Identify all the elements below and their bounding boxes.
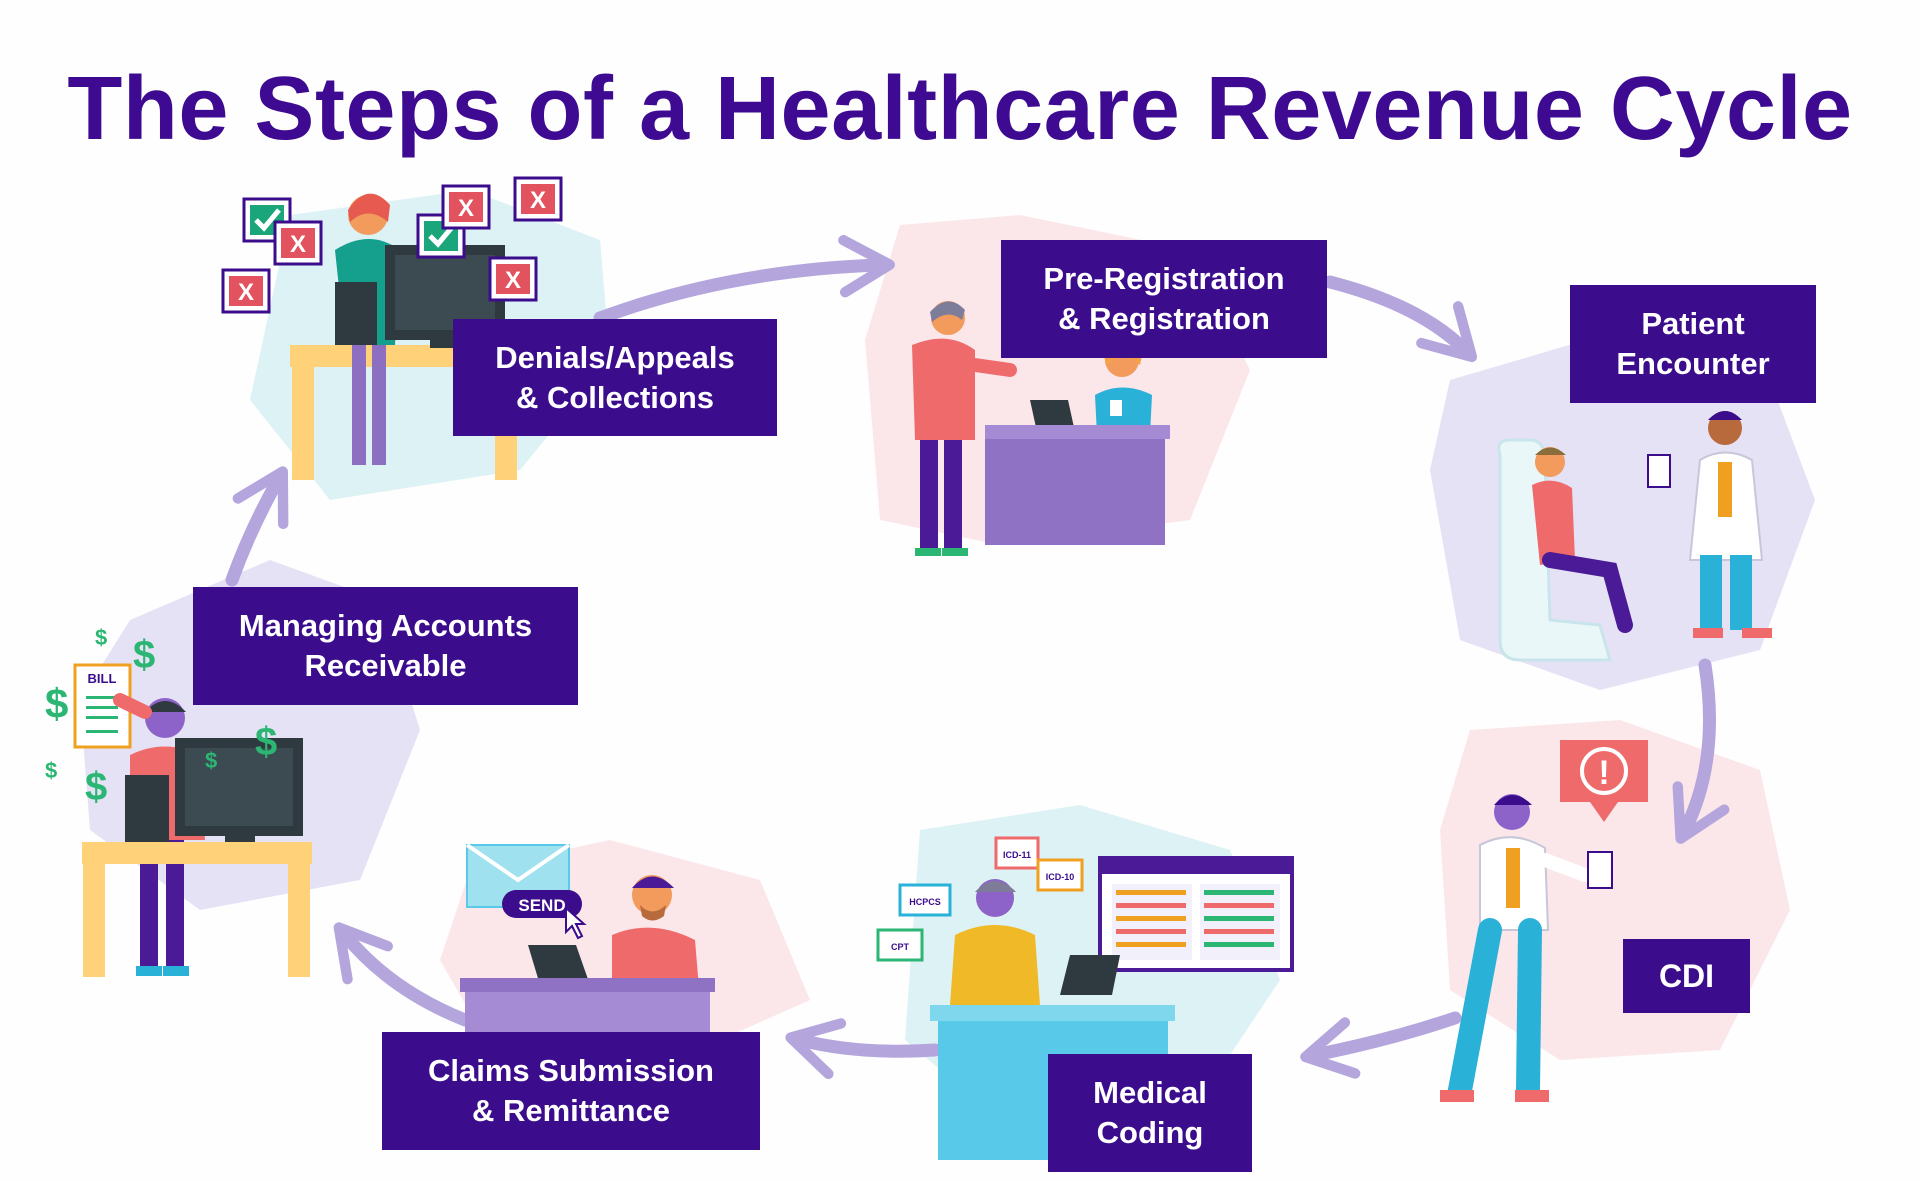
ar-illustration: BILL $ xyxy=(45,625,312,977)
monitor-screen xyxy=(185,748,293,826)
code-tag-icon: CPT xyxy=(876,928,924,962)
svg-text:BILL: BILL xyxy=(88,671,117,686)
svg-text:X: X xyxy=(238,279,254,306)
cdi-illustration: ! xyxy=(1440,740,1648,1102)
seated-patient-figure xyxy=(1532,447,1633,633)
claims-illustration: SEND xyxy=(460,843,715,1035)
step-label-denials-appeals: Denials/Appeals & Collections xyxy=(453,319,777,436)
claims-desk-top xyxy=(460,978,715,992)
svg-text:ICD-10: ICD-10 xyxy=(1046,872,1075,882)
doctor-figure xyxy=(1647,411,1772,638)
step-label-patient-encounter: Patient Encounter xyxy=(1570,285,1816,403)
dollar-icon: $ xyxy=(45,680,68,727)
svg-text:X: X xyxy=(530,187,546,214)
send-button-icon: SEND xyxy=(502,890,587,940)
arrow-prereg-to-encounter xyxy=(1323,275,1478,363)
step-label-claims-submission: Claims Submission & Remittance xyxy=(382,1032,760,1150)
coder-figure xyxy=(950,879,1040,1005)
dollar-icon: $ xyxy=(45,758,57,783)
svg-text:ICD-11: ICD-11 xyxy=(1003,850,1031,860)
alert-icon xyxy=(1580,747,1628,795)
desk-leg xyxy=(288,862,310,977)
check-card-icon xyxy=(416,213,466,259)
dollar-icon: $ xyxy=(255,720,277,764)
step-label-accounts-receivable: Managing Accounts Receivable xyxy=(193,587,578,705)
arrow-cdi-to-coding xyxy=(1300,1011,1462,1079)
code-tag-icon: ICD-10 xyxy=(1036,858,1084,892)
step-label-medical-coding: Medical Coding xyxy=(1048,1054,1252,1172)
arrow-ar-to-denials xyxy=(225,466,289,587)
tower xyxy=(335,282,377,345)
diagram-title: The Steps of a Healthcare Revenue Cycle xyxy=(67,59,1853,159)
tower xyxy=(125,775,169,845)
monitor-screen xyxy=(395,255,495,330)
laptop xyxy=(1060,955,1120,995)
svg-text:X: X xyxy=(458,195,474,222)
claims-desk xyxy=(465,985,710,1035)
coding-desk-top xyxy=(930,1005,1175,1021)
cycle-arrows xyxy=(225,235,1730,1080)
monitor-stand xyxy=(430,340,460,348)
laptop xyxy=(528,945,590,985)
dollar-icon: $ xyxy=(95,625,107,650)
code-tag-icon: ICD-11 xyxy=(994,836,1040,870)
reject-card-icon: X xyxy=(441,184,491,230)
reject-card-icon: X xyxy=(221,268,271,314)
code-tag-icon: HCPCS xyxy=(898,883,952,917)
prereg-illustration xyxy=(912,301,1170,556)
step-label-cdi: CDI xyxy=(1623,939,1750,1013)
monitor-stand xyxy=(225,836,255,844)
svg-text:CPT: CPT xyxy=(891,942,910,952)
dollar-icon: $ xyxy=(85,765,107,809)
svg-text:X: X xyxy=(505,267,521,294)
arrow-encounter-to-cdi xyxy=(1672,658,1730,844)
svg-text:SEND: SEND xyxy=(518,896,565,915)
step-label-pre-registration: Pre-Registration & Registration xyxy=(1001,240,1327,358)
reception-desk-top xyxy=(985,425,1170,439)
laptop xyxy=(1030,400,1075,432)
encounter-illustration xyxy=(1497,411,1772,662)
desk-leg xyxy=(292,365,314,480)
check-card-icon xyxy=(242,197,292,243)
ar-desk-top xyxy=(82,842,312,864)
arrow-coding-to-claims xyxy=(785,1018,942,1080)
reject-card-icon: X xyxy=(488,256,538,302)
dollar-icon: $ xyxy=(133,633,155,677)
arrow-denials-to-prereg xyxy=(593,235,895,325)
alert-box-tail xyxy=(1590,802,1618,822)
svg-text:X: X xyxy=(290,231,306,258)
cdi-doctor-figure xyxy=(1440,794,1613,1102)
alert-glyph: ! xyxy=(1598,754,1609,792)
dollar-icon: $ xyxy=(205,748,217,773)
code-spreadsheet xyxy=(1098,856,1294,972)
reception-desk xyxy=(985,430,1165,545)
desk-leg xyxy=(83,862,105,977)
arrow-claims-to-ar xyxy=(333,922,472,1027)
svg-text:HCPCS: HCPCS xyxy=(909,897,941,907)
patient-standing-figure xyxy=(912,301,1017,556)
reject-card-icon: X xyxy=(273,220,323,266)
reject-card-icon: X xyxy=(513,176,563,222)
